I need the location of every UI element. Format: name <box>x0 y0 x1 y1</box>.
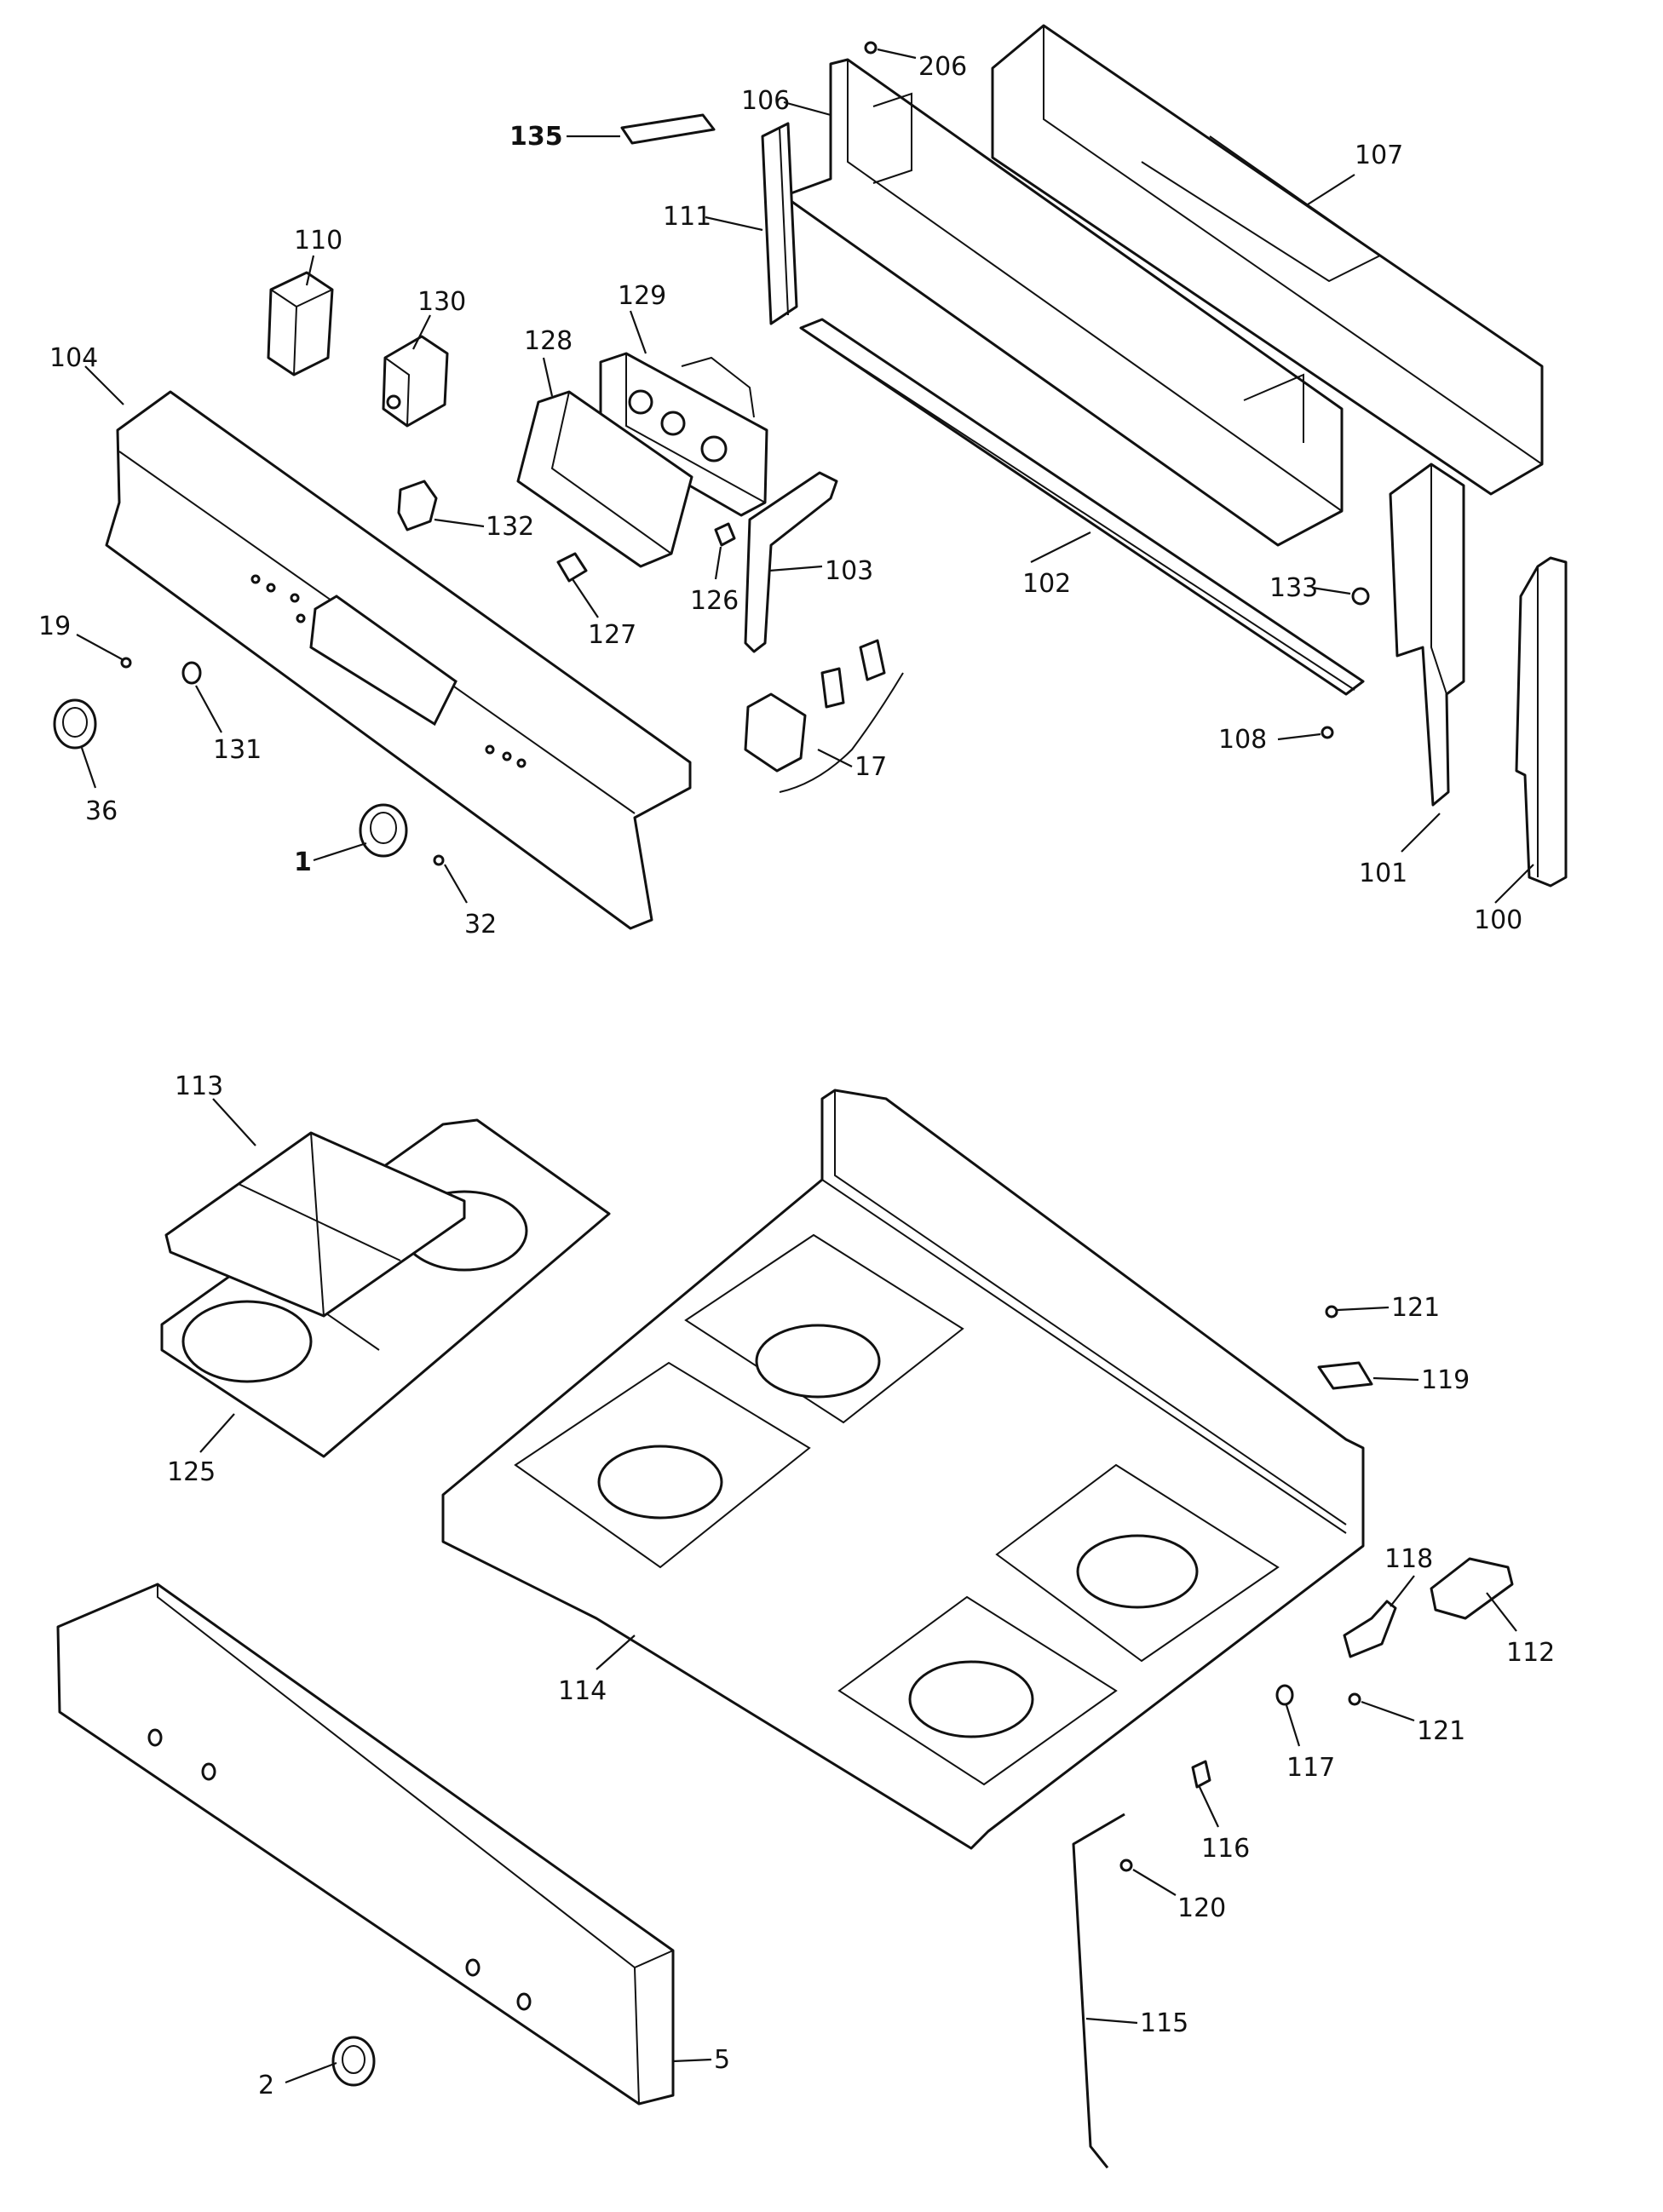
screw-32 <box>433 854 445 866</box>
label-135: 135 <box>509 122 563 152</box>
label-128: 128 <box>524 326 573 356</box>
label-5: 5 <box>714 2045 730 2075</box>
switch-132 <box>397 480 438 531</box>
rod-115 <box>1072 1813 1125 2169</box>
label-111: 111 <box>663 202 711 232</box>
switch-assembly-17 <box>744 639 904 793</box>
label-110: 110 <box>294 226 342 256</box>
leader-lines <box>76 48 1534 2084</box>
label-113: 113 <box>175 1072 223 1101</box>
label-2: 2 <box>258 2071 274 2100</box>
rear-cover-107 <box>991 24 1544 496</box>
nut-117 <box>1275 1684 1294 1706</box>
control-panel-104 <box>105 390 692 930</box>
label-32: 32 <box>464 910 497 939</box>
label-108: 108 <box>1218 725 1267 755</box>
label-117: 117 <box>1286 1753 1335 1783</box>
label-36: 36 <box>85 796 118 826</box>
bracket-118 <box>1343 1600 1397 1658</box>
label-114: 114 <box>558 1676 607 1706</box>
knob-2 <box>331 2036 376 2087</box>
side-panel-100 <box>1515 556 1568 888</box>
rail-102 <box>799 318 1365 696</box>
label-125: 125 <box>167 1457 216 1487</box>
label-118: 118 <box>1384 1544 1433 1574</box>
label-107: 107 <box>1355 141 1403 170</box>
bracket-103 <box>744 471 838 653</box>
glass-128 <box>516 390 693 568</box>
label-129: 129 <box>618 281 666 311</box>
label-116: 116 <box>1201 1834 1250 1864</box>
label-121-top: 121 <box>1391 1293 1440 1323</box>
label-126: 126 <box>690 586 739 616</box>
label-104: 104 <box>49 343 98 373</box>
label-127: 127 <box>588 620 636 650</box>
label-132: 132 <box>486 512 534 542</box>
label-100: 100 <box>1474 905 1522 935</box>
label-133: 133 <box>1269 573 1318 603</box>
label-1: 1 <box>294 847 312 877</box>
grate-113 <box>164 1131 466 1318</box>
back-panel-106 <box>782 58 1344 547</box>
hinge-112 <box>1430 1557 1514 1620</box>
bracket-119 <box>1317 1361 1373 1390</box>
nut-133 <box>1351 587 1370 606</box>
label-130: 130 <box>417 287 466 317</box>
cooktop-114 <box>441 1089 1365 1850</box>
clip-126 <box>714 522 736 547</box>
label-101: 101 <box>1359 859 1407 888</box>
clip-135 <box>620 113 716 145</box>
bracket-111 <box>761 122 798 325</box>
knob-1 <box>359 803 408 858</box>
label-112: 112 <box>1506 1638 1555 1668</box>
screw-206 <box>864 41 878 55</box>
lens-127 <box>556 552 588 583</box>
switch-130 <box>382 335 449 428</box>
label-121-bottom: 121 <box>1417 1716 1465 1746</box>
label-102: 102 <box>1022 569 1071 599</box>
screw-121-top <box>1325 1305 1338 1319</box>
label-17: 17 <box>855 752 887 782</box>
callout-labels: 206 106 107 135 111 110 130 129 128 104 … <box>38 52 1555 2100</box>
label-115: 115 <box>1140 2008 1188 2038</box>
label-119: 119 <box>1421 1365 1470 1395</box>
label-19: 19 <box>38 612 71 641</box>
front-panel-5 <box>56 1583 675 2106</box>
screw-121-bottom <box>1348 1692 1361 1706</box>
screw-120 <box>1119 1859 1133 1872</box>
label-131: 131 <box>213 735 262 765</box>
relay-110 <box>267 271 334 376</box>
label-206: 206 <box>918 52 967 82</box>
plug-131 <box>181 661 202 685</box>
screw-19 <box>120 657 132 669</box>
label-103: 103 <box>825 556 873 586</box>
screw-108 <box>1321 726 1334 739</box>
knob-36 <box>53 698 97 750</box>
label-120: 120 <box>1177 1893 1226 1923</box>
orifice-116 <box>1191 1760 1211 1789</box>
side-bracket-101 <box>1389 463 1465 807</box>
label-106: 106 <box>741 86 790 116</box>
